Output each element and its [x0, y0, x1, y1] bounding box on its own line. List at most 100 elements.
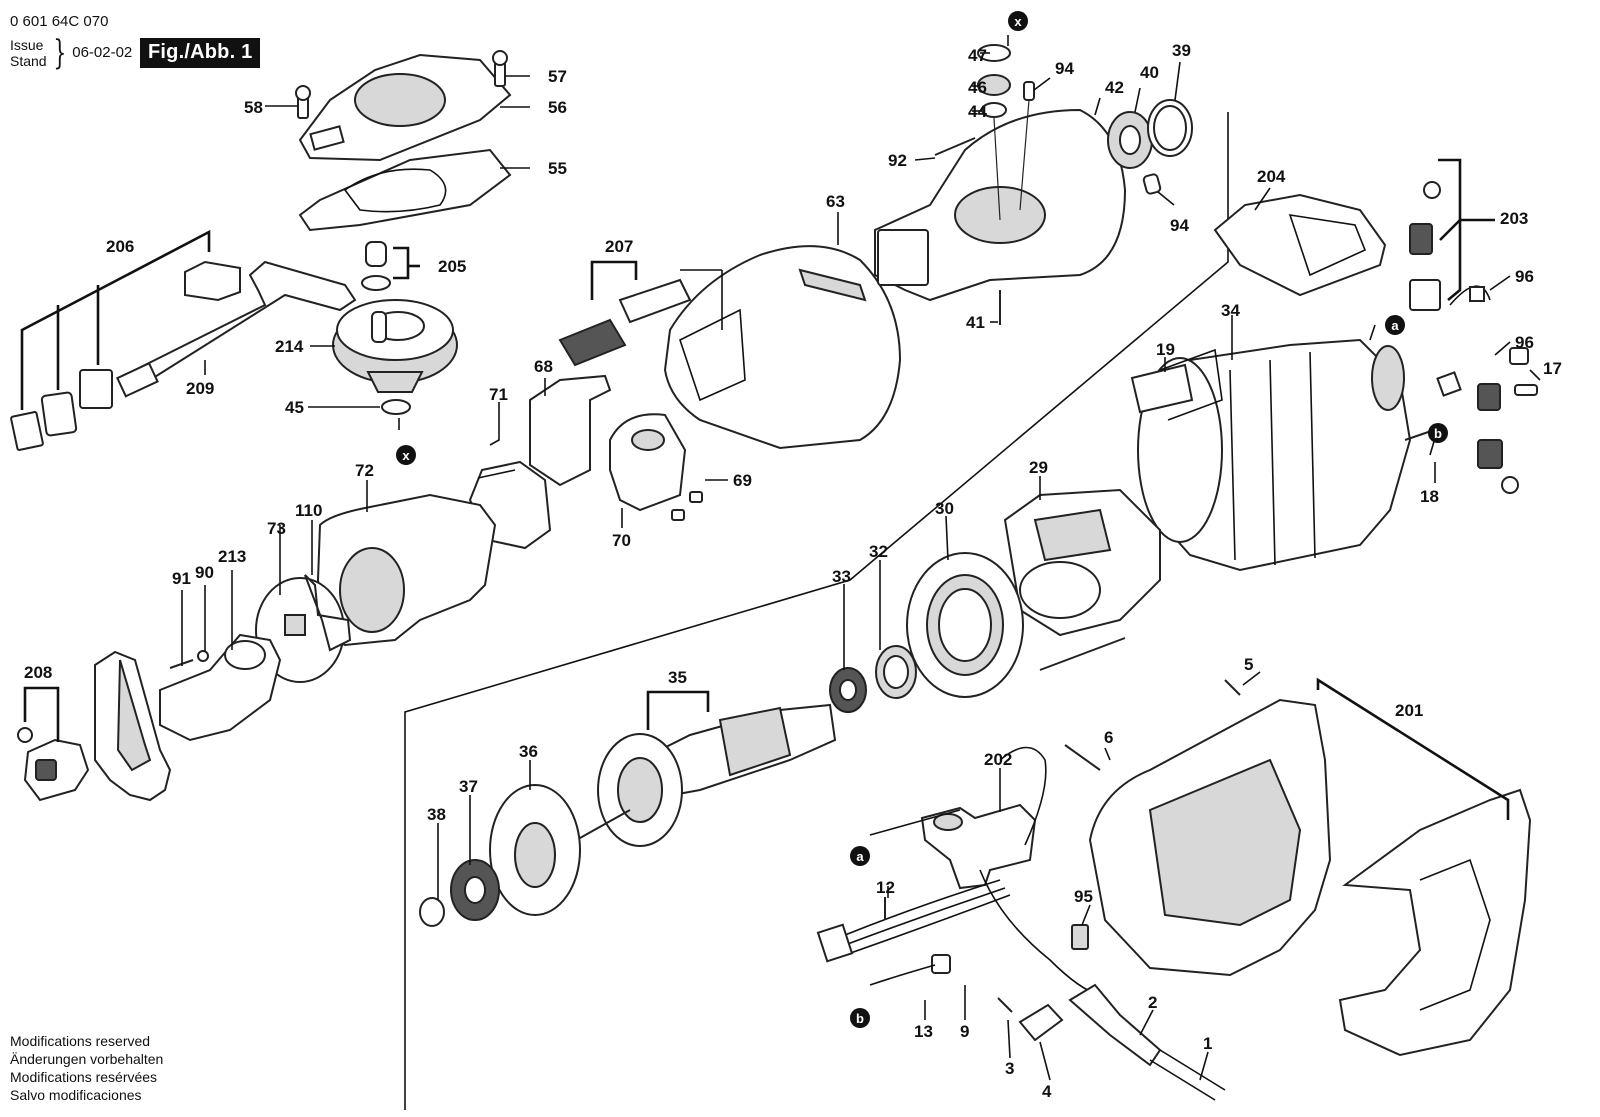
part-label: 214 — [275, 337, 304, 356]
marker-x-top: x — [1008, 11, 1028, 31]
part-label: 90 — [195, 563, 214, 582]
clip-38 — [419, 897, 445, 927]
part-label: 92 — [888, 151, 907, 170]
screw-91-90 — [169, 650, 209, 669]
part-label: 209 — [186, 379, 214, 398]
shoe-208 — [17, 650, 172, 802]
marker-a-label: a — [1391, 318, 1399, 333]
part-label: 203 — [1500, 209, 1528, 228]
marker-x-left: x — [396, 445, 416, 465]
part-label: 33 — [832, 567, 851, 586]
part-label: 2 — [1148, 993, 1157, 1012]
part-label: 208 — [24, 663, 52, 682]
note-en: Modifications reserved — [10, 1033, 151, 1049]
brush-holders-203 — [1409, 181, 1491, 311]
switch-bracket-56 — [298, 53, 512, 162]
gear-214 — [332, 299, 458, 415]
part-label: 9 — [960, 1022, 969, 1041]
part-label: 30 — [935, 499, 954, 518]
issue-date: 06-02-02 — [72, 44, 133, 61]
bearing-37 — [450, 859, 500, 921]
part-label: 3 — [1005, 1059, 1014, 1078]
marker-a-bottom: a — [850, 846, 870, 866]
carrier-213 — [159, 633, 282, 742]
clip-110 — [304, 574, 352, 652]
bracket-70 — [609, 413, 687, 512]
part-label: 204 — [1257, 167, 1286, 186]
part-label: 41 — [966, 313, 985, 332]
part-label: 96 — [1515, 333, 1534, 352]
cover-207 — [558, 278, 692, 367]
issue-block: Issue Stand } 06-02-02 — [10, 36, 132, 70]
marker-b-label: b — [1434, 426, 1442, 441]
part-label: 70 — [612, 531, 631, 550]
cover-204 — [1213, 193, 1387, 297]
group-frame-lines — [404, 112, 1229, 1110]
lever-209 — [116, 260, 357, 398]
part-label: 44 — [968, 102, 987, 121]
part-label: 46 — [968, 78, 987, 97]
part-label: 58 — [244, 98, 263, 117]
part-label: 202 — [984, 750, 1012, 769]
switch-202 — [869, 746, 1101, 996]
screw-57-58 — [295, 50, 508, 119]
clamp-4-screw-3 — [997, 997, 1064, 1042]
field-housing-34 — [1130, 338, 1412, 572]
sleeve-32-bearing-33 — [829, 645, 917, 713]
part-label: 18 — [1420, 487, 1439, 506]
figure-label: Fig./Abb. 1 — [140, 38, 261, 68]
marker-b-label: b — [856, 1011, 864, 1026]
part-label: 32 — [869, 542, 888, 561]
marker-a-top: a — [1385, 315, 1405, 335]
part-label: 69 — [733, 471, 752, 490]
clip-68 — [529, 374, 612, 487]
screws-92-41 — [934, 137, 1001, 325]
modifications-notes: Modifications reserved Änderungen vorbeh… — [10, 1032, 163, 1104]
stand-label: Stand — [10, 53, 47, 69]
leader-lines — [20, 35, 1541, 1081]
note-de: Änderungen vorbehalten — [10, 1051, 164, 1067]
part-label: 6 — [1104, 728, 1113, 747]
pin-18-parts-17-96 — [1404, 347, 1538, 494]
part-label: 110 — [295, 501, 322, 520]
marker-a-label: a — [856, 849, 864, 864]
part-label: 73 — [267, 519, 286, 538]
part-label: 38 — [427, 805, 446, 824]
armature-35 — [579, 703, 837, 847]
document-number: 0 601 64C 070 — [10, 13, 109, 30]
part-label: 45 — [285, 398, 304, 417]
part-label: 55 — [548, 159, 567, 178]
ring-30 — [906, 552, 1024, 698]
top-stack-47-46-44 — [977, 44, 1162, 221]
part-label: 95 — [1074, 887, 1093, 906]
part-label: 96 — [1515, 267, 1534, 286]
part-label: 94 — [1170, 216, 1189, 235]
part-label: 47 — [968, 46, 987, 65]
part-label: 12 — [876, 878, 895, 897]
part-label: 201 — [1395, 701, 1423, 720]
part-label: 13 — [914, 1022, 933, 1041]
marker-x-label: x — [402, 448, 410, 463]
screws-69 — [671, 491, 703, 521]
brace-icon: } — [52, 33, 66, 73]
gear-housing-42 — [874, 108, 1127, 302]
part-label: 5 — [1244, 655, 1253, 674]
screws-5-6 — [1064, 679, 1241, 771]
part-label: 29 — [1029, 458, 1048, 477]
marker-x-label: x — [1014, 14, 1022, 29]
part-label: 19 — [1156, 340, 1175, 359]
part-label: 207 — [605, 237, 633, 256]
part-label: 17 — [1543, 359, 1562, 378]
part-label: 57 — [548, 67, 567, 86]
part-label: 35 — [668, 668, 687, 687]
cable-harness — [816, 879, 1011, 986]
frame-divider-line — [404, 112, 1229, 1110]
note-es: Salvo modificaciones — [10, 1087, 142, 1103]
baffle-36 — [489, 784, 581, 916]
boot-72 — [316, 493, 497, 647]
cable-1-sleeve-2 — [1068, 983, 1226, 1101]
housing-cover-63 — [663, 245, 902, 450]
marker-b-top: b — [1428, 423, 1448, 443]
part-label: 205 — [438, 257, 466, 276]
